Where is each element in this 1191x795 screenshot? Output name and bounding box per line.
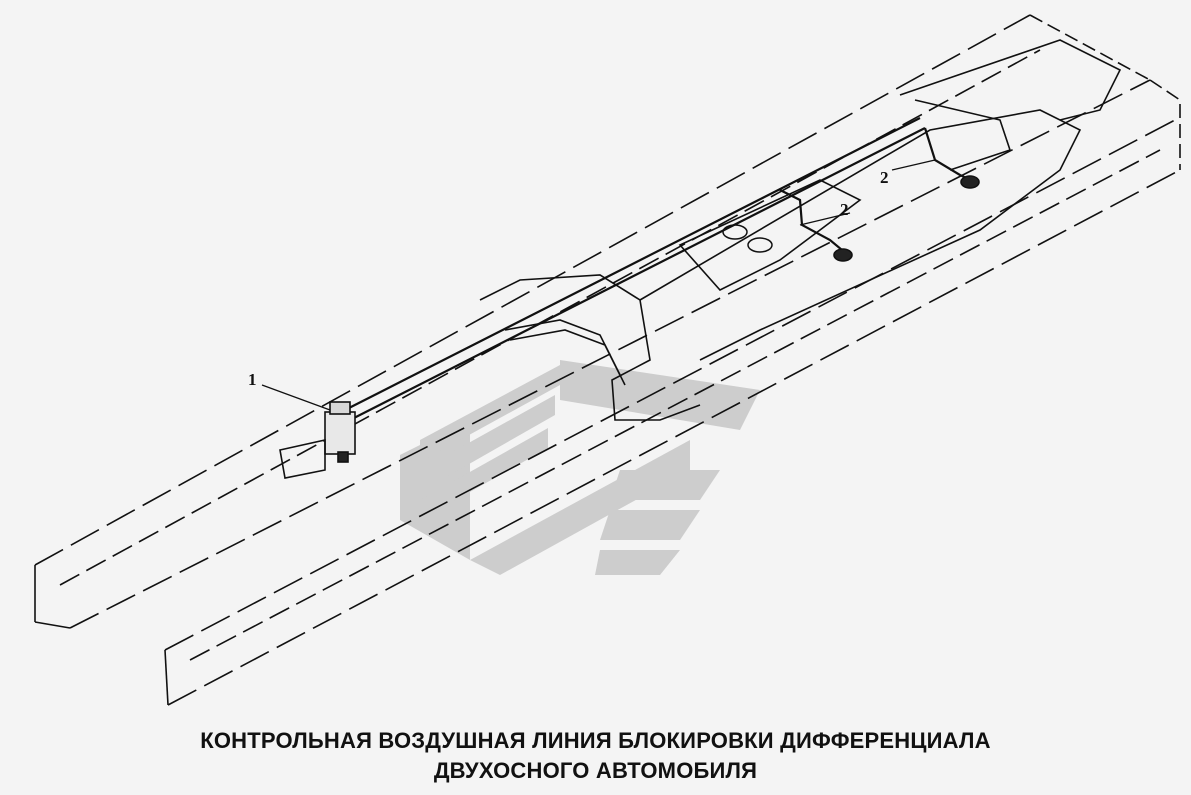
caption-line-2: ДВУХОСНОГО АВТОМОБИЛЯ: [433, 758, 758, 783]
air-lines: [344, 117, 976, 421]
frame-rails: [34, 14, 1181, 706]
callout-2a: 2: [880, 168, 889, 187]
callout-2b: 2: [840, 200, 849, 219]
crossmember: [479, 39, 1122, 421]
watermark-logo: [400, 360, 760, 575]
valve-1: [279, 401, 356, 479]
caption-line-1: КОНТРОЛЬНАЯ ВОЗДУШНАЯ ЛИНИЯ БЛОКИРОВКИ Д…: [200, 728, 991, 753]
leader-lines: [261, 159, 936, 411]
callout-1: 1: [248, 370, 257, 389]
brake-chamber-2b: [833, 248, 853, 262]
brake-chamber-2a: [960, 175, 980, 189]
chassis-diagram: 1 2 2: [34, 14, 1181, 706]
